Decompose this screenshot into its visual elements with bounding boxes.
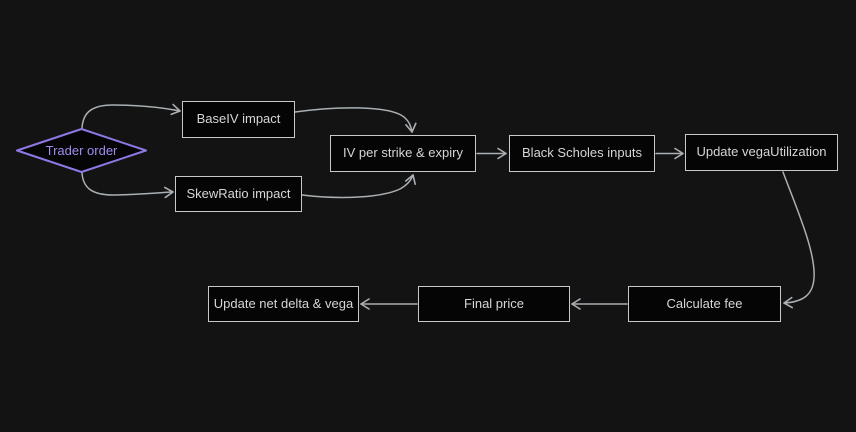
node-iv-per-strike-expiry: IV per strike & expiry xyxy=(330,135,476,172)
edge-vega-to-fee xyxy=(782,171,815,309)
node-update-vega-utilization: Update vegaUtilization xyxy=(685,134,838,171)
node-black-scholes-inputs-label: Black Scholes inputs xyxy=(522,145,642,161)
node-baseiv-impact: BaseIV impact xyxy=(182,101,295,138)
node-trader-order: Trader order xyxy=(17,129,146,172)
node-trader-order-label: Trader order xyxy=(45,143,118,158)
node-skewratio-impact-label: SkewRatio impact xyxy=(186,185,291,201)
node-update-vega-utilization-label: Update vegaUtilization xyxy=(696,144,827,160)
edge-trader-order-to-skewratio xyxy=(81,172,174,199)
node-skewratio-impact: SkewRatio impact xyxy=(175,176,302,212)
node-update-net-delta-vega: Update net delta & vega xyxy=(208,286,359,322)
node-black-scholes-inputs: Black Scholes inputs xyxy=(509,135,655,172)
node-baseiv-impact-label: BaseIV impact xyxy=(196,111,281,127)
node-calculate-fee: Calculate fee xyxy=(628,286,781,322)
edge-baseiv-to-iv xyxy=(294,107,417,133)
node-final-price: Final price xyxy=(418,286,570,322)
edge-skewratio-to-iv xyxy=(301,174,417,199)
edge-trader-order-to-baseiv xyxy=(81,103,181,129)
node-calculate-fee-label: Calculate fee xyxy=(666,295,743,311)
node-update-net-delta-vega-label: Update net delta & vega xyxy=(213,295,354,311)
node-final-price-label: Final price xyxy=(464,295,524,311)
decision-diamond-shape xyxy=(16,128,147,173)
node-iv-per-strike-expiry-label: IV per strike & expiry xyxy=(343,145,463,161)
